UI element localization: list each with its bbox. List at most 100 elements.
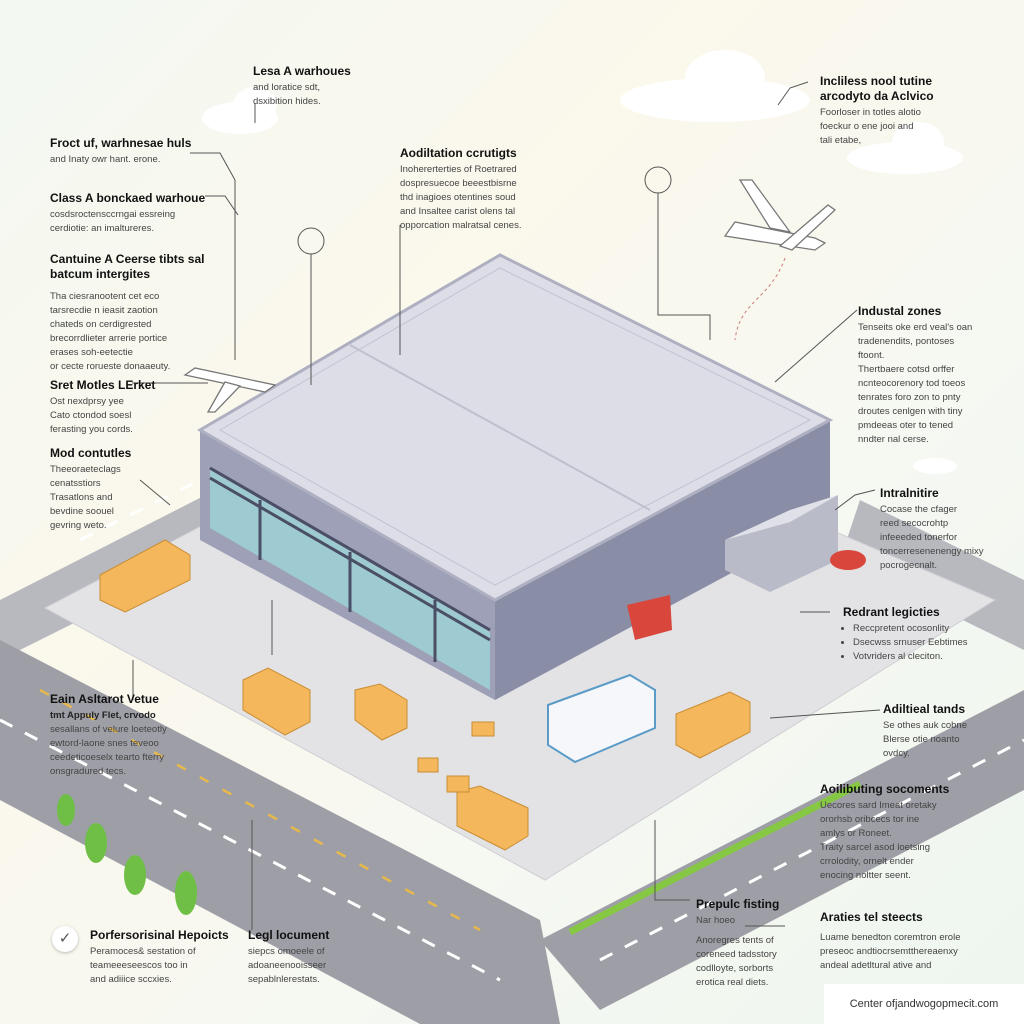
footer-credit: Center ofjandwogopmecit.com xyxy=(824,984,1024,1024)
note-additeal: Adiltieal tands Se othes auk cobne Blers… xyxy=(883,702,967,761)
bullet-item: Votvriders al cleciton. xyxy=(853,650,968,664)
note-title: Mod contutles xyxy=(50,446,132,460)
note-sret: Sret Motles LErket Ost nexdprsy yee Cato… xyxy=(50,378,155,437)
note-text: thd inagioes otentines soud xyxy=(400,192,516,203)
note-text: gevring weto. xyxy=(50,520,107,531)
note-title: Incliless nool tutine arcodyto da Aclvic… xyxy=(820,74,934,103)
note-text: foeckur o ene jooi and xyxy=(820,121,914,132)
note-text: pocrogecnalt. xyxy=(880,560,938,571)
note-text: tradenendits, pontoses xyxy=(858,336,955,347)
note-industrial: Industal zones Tenseits oke erd veal's o… xyxy=(858,304,972,447)
note-prepulc: Prepulc fisting Nar hoeo Anoregres tents… xyxy=(696,897,779,990)
note-text: Se othes auk cobne xyxy=(883,720,967,731)
note-text: sesallans of velure loeteotly xyxy=(50,724,167,735)
note-redrant: Redrant legicties Reccpretent ocosonlity… xyxy=(843,605,968,664)
note-text: Ost nexdprsy yee xyxy=(50,396,124,407)
note-text: tarsrecdie n ieasit zaotion xyxy=(50,305,158,316)
airplane-icon xyxy=(183,179,837,413)
note-text: Cato ctondod soesl xyxy=(50,410,132,421)
note-text: and adiiice sccxies. xyxy=(90,974,172,985)
note-text: opporcation malratsal cenes. xyxy=(400,220,522,231)
cloud-icon xyxy=(202,50,963,474)
note-text: cenatsstiors xyxy=(50,478,101,489)
note-text: bevdine soouel xyxy=(50,506,114,517)
note-text: Uecores sard Imeat oretaky xyxy=(820,800,937,811)
leader-lines xyxy=(132,81,881,930)
note-text: nndter nal cerse. xyxy=(858,434,929,445)
note-text: Cocase the cfager xyxy=(880,504,958,515)
note-lease: Lesa A warhoues and loratice sdt, dsxibi… xyxy=(253,64,351,109)
note-text: Peramoces& sestation of xyxy=(90,946,196,957)
car-icon xyxy=(830,550,866,570)
note-text: teameeeseescos too in xyxy=(90,960,188,971)
note-subtitle: tmt Appuly Flet, crvodo xyxy=(50,710,156,721)
note-text: infeeeded tonerfor xyxy=(880,532,958,543)
note-text: Trasatlons and xyxy=(50,492,113,503)
note-title: Cantuine A Ceerse tibts sal batcum inter… xyxy=(50,252,205,281)
note-text: ferasting you cords. xyxy=(50,424,133,435)
note-text: Luame benedton coremtron erole xyxy=(820,932,961,943)
truck-icon xyxy=(99,539,751,851)
note-text: and Inaty owr hant. erone. xyxy=(50,154,161,165)
note-text: cosdsroctensccrngai essreing xyxy=(50,209,176,220)
note-text: reed secocrohtp xyxy=(880,518,949,529)
bullet-list: Reccpretent ocosonlity Dsecwss srnuser E… xyxy=(843,622,968,664)
note-cantuine: Cantuine A Ceerse tibts sal batcum inter… xyxy=(50,252,210,374)
note-text: Nar hoeo xyxy=(696,915,736,926)
warehouse-building xyxy=(197,253,838,700)
note-text: ncnteocorenory tod toeos xyxy=(858,378,966,389)
note-perfer: Porfersorisinal Hepoicts Peramoces& sest… xyxy=(90,928,229,987)
note-title: Araties tel steects xyxy=(820,910,923,924)
note-text: siepcs omoeele of xyxy=(248,946,325,957)
note-text: ororhsb oribcecs tor ine xyxy=(820,814,920,825)
note-text: or cecte rorueste donaaeuty. xyxy=(50,361,171,372)
note-text: and loratice sdt, xyxy=(253,82,321,93)
note-text: Tenseits oke erd veal's oan xyxy=(858,322,973,333)
note-title: Aodiltation ccrutigts xyxy=(400,146,517,160)
note-text: codlloyte, sorborts xyxy=(696,963,774,974)
bullet-item: Dsecwss srnuser Eebtimes xyxy=(853,636,968,650)
note-addit: Aodiltation ccrutigts Inohererterties of… xyxy=(400,146,521,233)
note-legl: Legl locument siepcs omoeele of adoaneen… xyxy=(248,928,329,987)
note-araties: Araties tel steects Luame benedton corem… xyxy=(820,910,960,973)
note-title: Intralnitire xyxy=(880,486,939,500)
note-class-a: Class A bonckaed warhoue cosdsroctensccr… xyxy=(50,191,205,236)
note-front: Froct uf, warhnesae huls and Inaty owr h… xyxy=(50,136,191,167)
note-infra: Intralnitire Cocase the cfager reed seco… xyxy=(880,486,984,573)
note-title: Eain Asltarot Vetue xyxy=(50,692,159,706)
note-title: Adiltieal tands xyxy=(883,702,966,716)
note-title: Industal zones xyxy=(858,304,942,318)
note-text: dospresuecoe beeestbisrne xyxy=(400,178,517,189)
note-earn: Eain Asltarot Vetue tmt Appuly Flet, crv… xyxy=(50,692,167,779)
note-text: ftoont. xyxy=(858,350,885,361)
note-text: pmdeeas oter to tened xyxy=(858,420,954,431)
note-text: droutes cenlgen with tiny xyxy=(858,406,963,417)
note-text: adoaneenooisseer xyxy=(248,960,327,971)
note-text: and Insaltee carist olens tal xyxy=(400,206,516,217)
note-text: Tha ciesranootent cet eco xyxy=(50,291,160,302)
note-title: Froct uf, warhnesae huls xyxy=(50,136,192,150)
note-text: Anoregres tents of xyxy=(696,935,774,946)
checkmark-icon: ✓ xyxy=(52,926,78,952)
note-text: Thertbaere cotsd orffer xyxy=(858,364,955,375)
note-text: enocing noltter seent. xyxy=(820,870,911,881)
note-incl: Incliless nool tutine arcodyto da Aclvic… xyxy=(820,74,970,148)
note-aoilib: Aoilibuting socoments Uecores sard Imeat… xyxy=(820,782,949,883)
note-title: Lesa A warhoues xyxy=(253,64,351,78)
note-mod: Mod contutles Theeoraeteclags cenatsstio… xyxy=(50,446,131,533)
note-title: Sret Motles LErket xyxy=(50,378,156,392)
note-text: andeal adetltural ative and xyxy=(820,960,932,971)
note-text: dsxibition hides. xyxy=(253,96,321,107)
note-text: erotica real diets. xyxy=(696,977,769,988)
note-text: coreneed tadsstory xyxy=(696,949,777,960)
note-text: tenrates foro zon to pnty xyxy=(858,392,961,403)
note-text: Foorloser in totles alotio xyxy=(820,107,921,118)
note-text: amlys or Roneet. xyxy=(820,828,892,839)
note-text: sepablnlerestats. xyxy=(248,974,320,985)
note-text: brecorrdlieter arrerie portice xyxy=(50,333,168,344)
note-title: Prepulc fisting xyxy=(696,897,780,911)
note-title: Legl locument xyxy=(248,928,330,942)
note-text: tali etabe, xyxy=(820,135,862,146)
note-text: ceedeticoeselx tearto fterry xyxy=(50,752,165,763)
